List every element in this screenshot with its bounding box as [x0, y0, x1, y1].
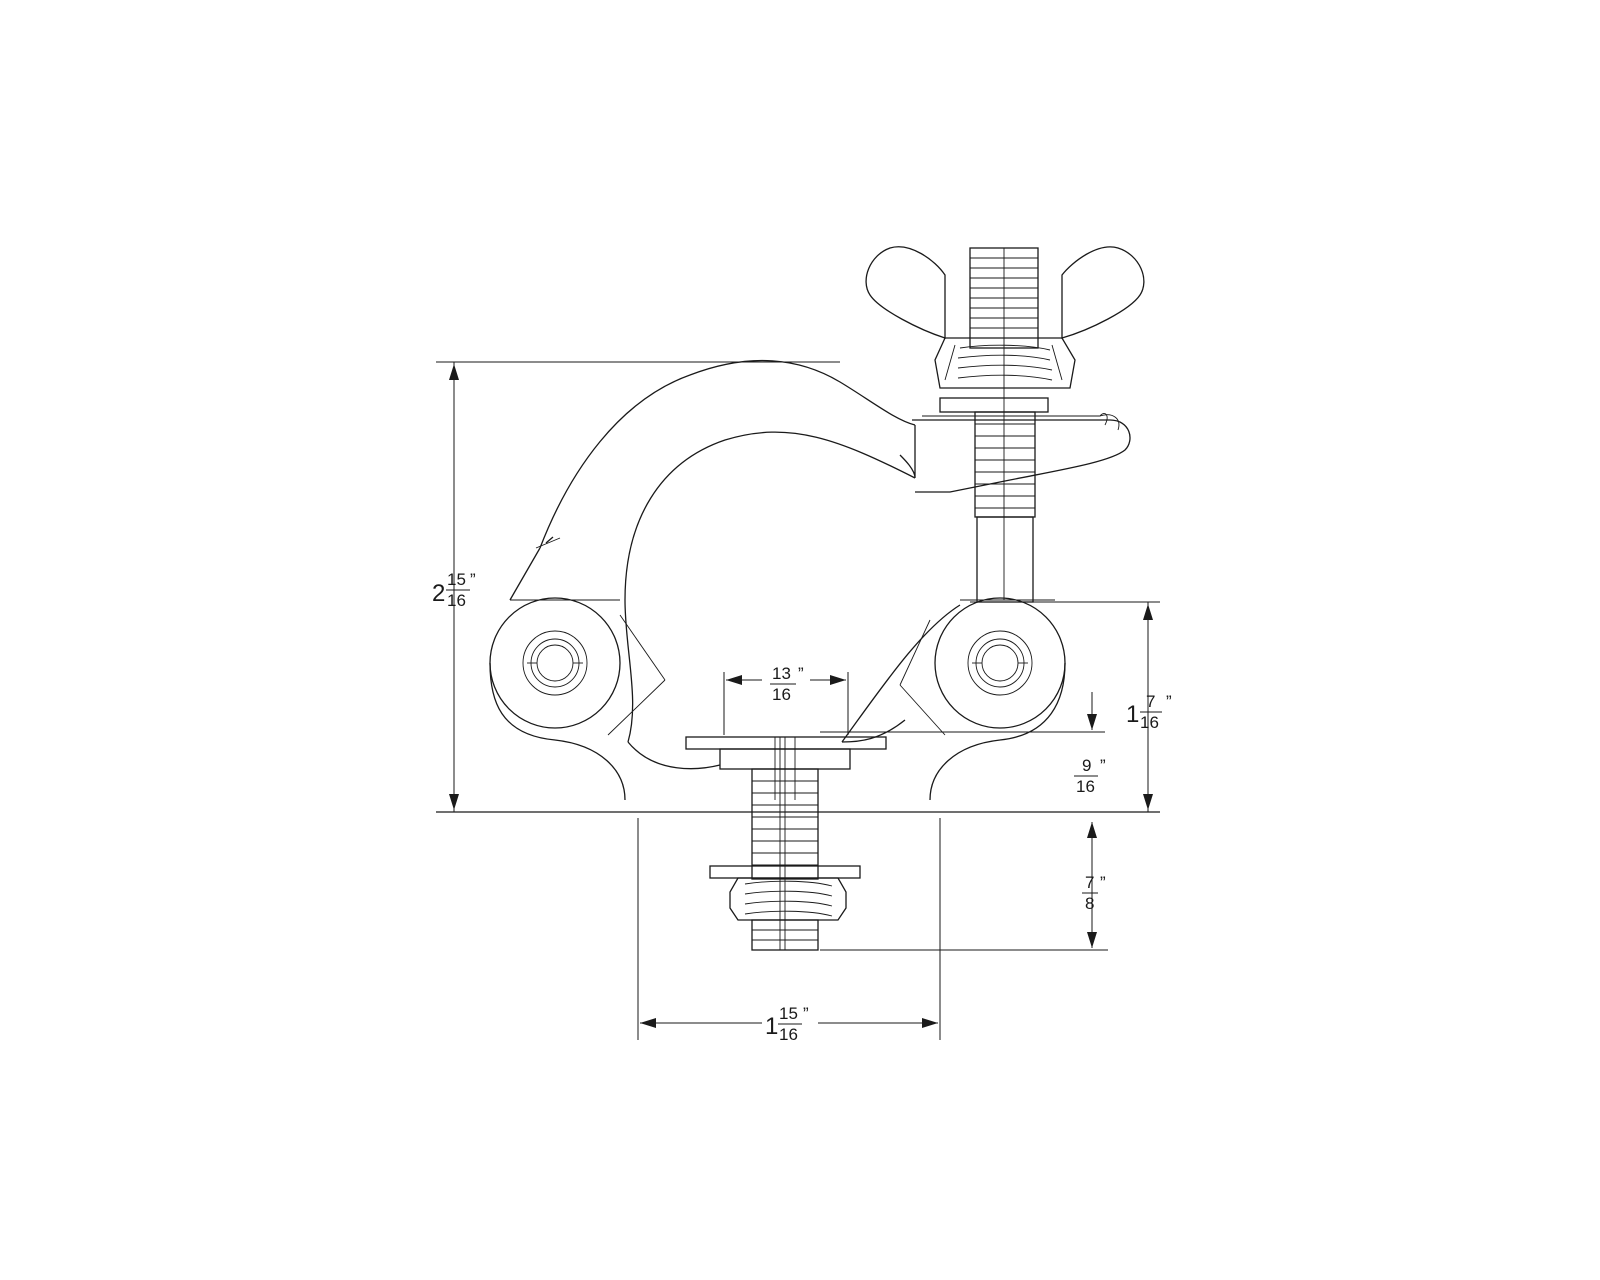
mid-threads	[975, 423, 1035, 509]
bolt-protrusion-num: 7	[1085, 873, 1094, 892]
dim-label-base-to-plate: 9 16 ”	[1074, 756, 1106, 796]
clamp-body	[436, 359, 1160, 813]
base-to-plate-unit: ”	[1100, 756, 1106, 775]
overall-height-whole: 2	[432, 580, 445, 607]
dim-label-plate-width: 13 16 ”	[770, 664, 804, 704]
bolt-protrusion-unit: ”	[1100, 873, 1106, 892]
base-to-plate-num: 9	[1082, 756, 1091, 775]
bolt-protrusion-den: 8	[1085, 894, 1094, 913]
plate-width-num: 13	[772, 664, 791, 683]
plate-width-den: 16	[772, 685, 791, 704]
dim-label-overall-height: 2 15 16 ”	[432, 570, 476, 610]
base-to-plate-den: 16	[1076, 777, 1095, 796]
overall-height-unit: ”	[470, 570, 476, 589]
dimension-lines	[436, 361, 1160, 1040]
overall-height-num: 15	[447, 570, 466, 589]
base-width-whole: 1	[765, 1013, 778, 1040]
bottom-threads	[752, 780, 818, 866]
dim-label-bolt-height: 1 7 16 ”	[1126, 692, 1172, 732]
bottom-bolt	[685, 736, 887, 951]
wing-bolt	[865, 246, 1145, 603]
dim-label-bolt-protrusion: 7 8 ”	[1082, 873, 1106, 913]
base-width-den: 16	[779, 1025, 798, 1044]
bolt-height-unit: ”	[1166, 692, 1172, 711]
bolt-height-num: 7	[1146, 692, 1155, 711]
dim-label-base-width: 1 15 16 ”	[765, 1004, 809, 1044]
bolt-height-whole: 1	[1126, 701, 1139, 728]
bolt-height-den: 16	[1140, 713, 1159, 732]
base-width-num: 15	[779, 1004, 798, 1023]
base-width-unit: ”	[803, 1004, 809, 1023]
overall-height-den: 16	[447, 591, 466, 610]
plate-width-unit: ”	[798, 664, 804, 683]
